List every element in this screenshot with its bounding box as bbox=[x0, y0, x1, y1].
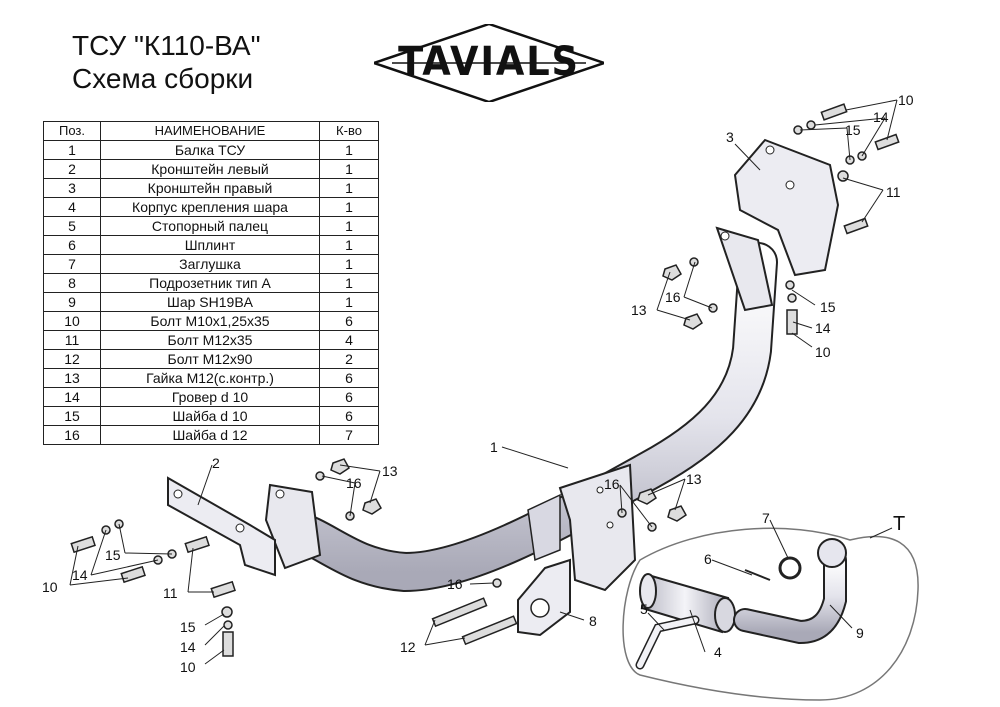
callout-13-right: 13 bbox=[631, 302, 647, 318]
callout-1: 1 bbox=[490, 439, 498, 455]
row-name: Кронштейн левый bbox=[100, 159, 320, 179]
row-position: 10 bbox=[43, 311, 101, 331]
callout-12: 12 bbox=[400, 639, 416, 655]
socket-plate bbox=[517, 558, 571, 637]
callout-10-right: 10 bbox=[815, 344, 831, 360]
beam-left-flange bbox=[264, 483, 322, 570]
ball-mount-plate bbox=[558, 463, 637, 592]
callout-14-left: 14 bbox=[72, 567, 88, 583]
callout-11-right: 11 bbox=[886, 184, 901, 200]
callout-13-center: 13 bbox=[686, 471, 702, 487]
row-name: Заглушка bbox=[100, 254, 320, 274]
callout-labels: 1 2 3 4 5 6 7 8 9 10 10 10 10 11 11 12 1… bbox=[42, 92, 914, 675]
logo-text: TAVIALS bbox=[398, 39, 580, 85]
callout-4: 4 bbox=[714, 644, 722, 660]
callout-13-left: 13 bbox=[382, 463, 398, 479]
ball-assembly-outline bbox=[622, 527, 919, 701]
ball-housing bbox=[639, 573, 736, 634]
callout-T: T bbox=[893, 513, 905, 535]
callout-3: 3 bbox=[726, 129, 734, 145]
callout-16-left: 16 bbox=[346, 475, 362, 491]
beam-right-flange bbox=[715, 226, 774, 312]
brand-logo: TAVIALS bbox=[370, 22, 608, 104]
callout-5: 5 bbox=[640, 601, 648, 617]
callout-14-top: 14 bbox=[873, 109, 889, 125]
row-name: Болт М12х90 bbox=[100, 349, 320, 369]
callout-10-left: 10 bbox=[42, 579, 58, 595]
row-name: Кронштейн правый bbox=[100, 178, 320, 198]
row-name: Шайба d 12 bbox=[100, 425, 320, 445]
right-bracket bbox=[733, 138, 840, 277]
callout-7: 7 bbox=[762, 510, 770, 526]
callout-16-bottom: 16 bbox=[447, 576, 463, 592]
callout-11-left: 11 bbox=[163, 585, 178, 601]
row-position: 16 bbox=[43, 425, 101, 445]
table-header-row: Поз. НАИМЕНОВАНИЕ К-во bbox=[43, 121, 379, 141]
beam-center-plate bbox=[527, 493, 561, 562]
tow-ball bbox=[733, 538, 847, 645]
title-model: ТСУ "К110-ВА" bbox=[72, 30, 261, 61]
callout-15-left: 15 bbox=[105, 547, 121, 563]
callout-9: 9 bbox=[856, 625, 864, 641]
callout-16-right: 16 bbox=[665, 289, 681, 305]
callout-14-bottom: 14 bbox=[180, 639, 196, 655]
left-bracket bbox=[167, 476, 276, 577]
row-quantity: 7 bbox=[319, 425, 379, 445]
callout-10-bottom: 10 bbox=[180, 659, 196, 675]
callout-16-center: 16 bbox=[604, 476, 620, 492]
callout-8: 8 bbox=[589, 613, 597, 629]
cotter-pin bbox=[744, 569, 771, 581]
callout-15-bottom: 15 bbox=[180, 619, 196, 635]
callout-6: 6 bbox=[704, 551, 712, 567]
callout-10-top: 10 bbox=[898, 92, 914, 108]
callout-15-top: 15 bbox=[845, 122, 861, 138]
callout-14-right: 14 bbox=[815, 320, 831, 336]
leader-lines bbox=[69, 99, 898, 665]
title-subtitle: Схема сборки bbox=[72, 63, 254, 94]
row-quantity: 1 bbox=[319, 254, 379, 274]
row-position: 14 bbox=[43, 387, 101, 407]
callout-15-right: 15 bbox=[820, 299, 836, 315]
callout-2: 2 bbox=[212, 455, 220, 471]
end-cap bbox=[778, 556, 802, 580]
tow-beam bbox=[264, 226, 778, 593]
row-position: 13 bbox=[43, 368, 101, 388]
